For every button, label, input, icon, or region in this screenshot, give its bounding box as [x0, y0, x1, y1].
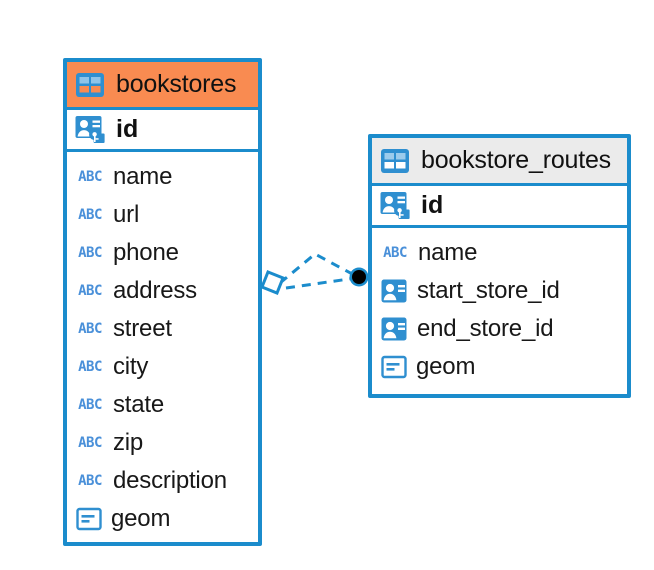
abc-icon-text: ABC	[78, 321, 102, 337]
foreign-key-icon	[381, 316, 408, 343]
field-label: phone	[113, 239, 179, 266]
entity-header-bookstore-routes[interactable]: bookstore_routes	[372, 138, 627, 183]
abc-icon: ABC	[381, 244, 409, 262]
primary-key-label: id	[421, 191, 444, 219]
field-label: state	[113, 391, 165, 418]
abc-icon: ABC	[76, 320, 104, 338]
primary-key-icon	[75, 114, 106, 145]
geometry-icon	[76, 507, 102, 532]
primary-key-icon	[380, 190, 411, 221]
abc-icon: ABC	[76, 206, 104, 224]
entity-title: bookstore_routes	[421, 146, 611, 174]
field-row[interactable]: geom	[372, 348, 627, 386]
abc-icon-text: ABC	[78, 473, 102, 489]
abc-icon: ABC	[76, 434, 104, 452]
abc-icon: ABC	[76, 358, 104, 376]
abc-icon-text: ABC	[78, 169, 102, 185]
field-list-bookstore-routes: ABC name start_store_id	[372, 228, 627, 390]
filled-circle-marker	[349, 267, 369, 287]
abc-icon-text: ABC	[78, 359, 102, 375]
field-row[interactable]: ABC state	[67, 386, 258, 424]
field-row[interactable]: geom	[67, 500, 258, 538]
primary-key-row[interactable]: id	[372, 183, 627, 228]
entity-header-bookstores[interactable]: bookstores	[67, 62, 258, 107]
abc-icon: ABC	[76, 282, 104, 300]
abc-icon: ABC	[76, 244, 104, 262]
relationship-line-upper	[279, 252, 357, 285]
field-label: name	[113, 163, 173, 190]
field-row[interactable]: ABC phone	[67, 234, 258, 272]
relationship-connector[interactable]	[250, 240, 380, 320]
field-row[interactable]: ABC name	[67, 158, 258, 196]
field-row[interactable]: start_store_id	[372, 272, 627, 310]
abc-icon-text: ABC	[78, 283, 102, 299]
field-label: start_store_id	[417, 277, 560, 304]
abc-icon: ABC	[76, 472, 104, 490]
entity-bookstore-routes[interactable]: bookstore_routes	[368, 134, 631, 398]
field-label: description	[113, 467, 227, 494]
field-row[interactable]: ABC city	[67, 348, 258, 386]
field-label: street	[113, 315, 172, 342]
field-row[interactable]: ABC zip	[67, 424, 258, 462]
field-row[interactable]: ABC address	[67, 272, 258, 310]
table-icon	[75, 72, 105, 98]
field-row[interactable]: end_store_id	[372, 310, 627, 348]
entity-title: bookstores	[116, 70, 237, 98]
entity-bookstores[interactable]: bookstores id	[63, 58, 262, 546]
geometry-icon	[381, 355, 407, 380]
relationship-line-lower	[285, 276, 357, 290]
abc-icon-text: ABC	[78, 397, 102, 413]
field-label: city	[113, 353, 149, 380]
diamond-marker	[260, 270, 285, 295]
field-row[interactable]: ABC name	[372, 234, 627, 272]
field-label: end_store_id	[417, 315, 554, 342]
abc-icon-text: ABC	[78, 435, 102, 451]
field-row[interactable]: ABC street	[67, 310, 258, 348]
field-label: name	[418, 239, 478, 266]
field-label: zip	[113, 429, 144, 456]
field-list-bookstores: ABC name ABC url ABC phone ABC	[67, 152, 258, 542]
field-label: geom	[416, 353, 476, 380]
field-row[interactable]: ABC description	[67, 462, 258, 500]
table-icon	[380, 148, 410, 174]
primary-key-label: id	[116, 115, 139, 143]
abc-icon: ABC	[76, 168, 104, 186]
abc-icon-text: ABC	[78, 245, 102, 261]
foreign-key-icon	[381, 278, 408, 305]
abc-icon: ABC	[76, 396, 104, 414]
primary-key-row[interactable]: id	[67, 107, 258, 152]
field-row[interactable]: ABC url	[67, 196, 258, 234]
abc-icon-text: ABC	[78, 207, 102, 223]
field-label: address	[113, 277, 197, 304]
abc-icon-text: ABC	[383, 245, 407, 261]
field-label: url	[113, 201, 140, 228]
field-label: geom	[111, 505, 171, 532]
